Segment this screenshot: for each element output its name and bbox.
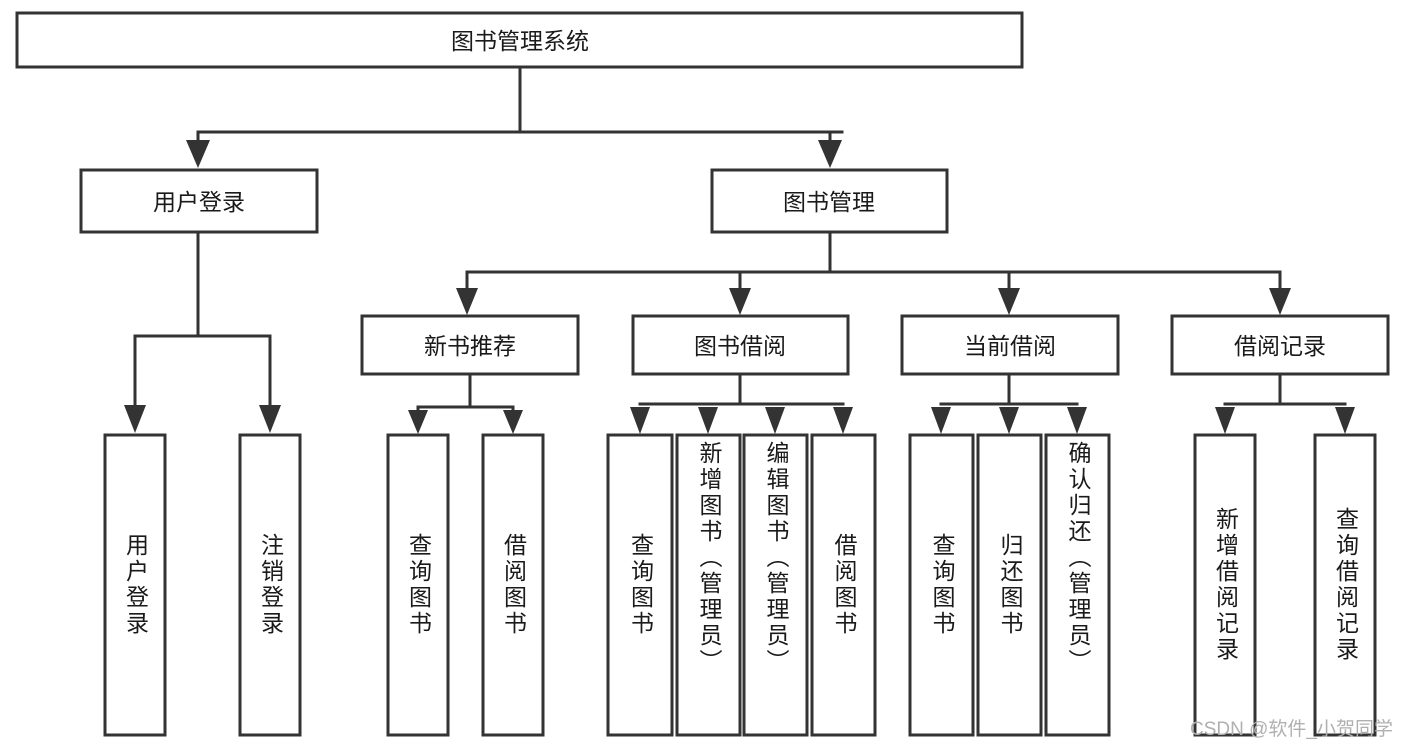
leaf-box-user-login[interactable] <box>103 433 167 737</box>
node-book-borrow-label: 图书借阅 <box>694 333 786 359</box>
connector-group-book-borrow <box>630 372 853 434</box>
arrowhead-leaf-query-book-3 <box>931 407 951 434</box>
leaf-box-query-book-2[interactable] <box>606 433 674 737</box>
leaf-boxes-borrow-record <box>1193 433 1377 737</box>
node-current-borrow-box[interactable] <box>900 314 1120 376</box>
node-book-borrow[interactable]: 图书借阅 <box>631 314 850 376</box>
leaf-boxes-new-book-recommend <box>386 433 545 737</box>
arrowhead-new-book-recommend <box>456 288 478 315</box>
arrowhead-user-login <box>186 140 210 168</box>
leaf-box-borrow-book-2[interactable] <box>810 433 877 737</box>
node-book-manage[interactable]: 图书管理 <box>710 168 949 234</box>
arrowhead-leaf-query-record <box>1335 407 1355 434</box>
leaf-box-confirm-return[interactable] <box>1044 433 1111 737</box>
connector-group-new-book-recommend <box>408 372 523 434</box>
arrowhead-leaf-add-record <box>1215 407 1235 434</box>
connector-group-borrow-record <box>1215 372 1355 434</box>
arrowhead-leaf-borrow-book-1 <box>503 410 523 434</box>
node-current-borrow[interactable]: 当前借阅 <box>900 314 1120 376</box>
leaf-boxes-book-borrow <box>606 433 877 737</box>
arrowhead-borrow-record <box>1269 288 1291 315</box>
arrowhead-leaf-user-logout <box>259 405 281 433</box>
arrowhead-leaf-query-book-1 <box>408 410 428 434</box>
leaf-box-query-book-3[interactable] <box>908 433 975 737</box>
node-user-login-label: 用户登录 <box>153 189 245 215</box>
leaf-box-add-record[interactable] <box>1193 433 1257 737</box>
node-new-book-recommend-label: 新书推荐 <box>424 333 516 359</box>
connector-group-current-borrow <box>931 372 1087 434</box>
arrowhead-leaf-edit-book <box>765 407 785 434</box>
connector-group-user-login <box>124 230 281 433</box>
leaf-boxes-current-borrow <box>908 433 1111 737</box>
leaf-box-query-book-1[interactable] <box>386 433 450 737</box>
arrowhead-leaf-confirm-return <box>1067 407 1087 434</box>
node-book-manage-label: 图书管理 <box>783 189 875 215</box>
node-new-book-recommend-box[interactable] <box>360 314 580 376</box>
leaf-box-return-book[interactable] <box>976 433 1043 737</box>
csdn-watermark: CSDN @软件_小贺同学 <box>1190 719 1393 740</box>
node-user-login-box[interactable] <box>79 168 319 234</box>
arrowhead-leaf-query-book-2 <box>630 407 650 434</box>
node-borrow-record-label: 借阅记录 <box>1234 333 1326 359</box>
node-root-box[interactable] <box>15 11 1024 69</box>
arrowhead-book-manage <box>818 140 842 168</box>
node-borrow-record-box[interactable] <box>1170 314 1390 376</box>
arrowhead-leaf-user-login <box>124 405 146 433</box>
arrowhead-current-borrow <box>998 288 1020 315</box>
node-current-borrow-label: 当前借阅 <box>964 333 1056 359</box>
leaf-box-query-record[interactable] <box>1313 433 1377 737</box>
arrowhead-leaf-borrow-book-2 <box>833 407 853 434</box>
node-root-label: 图书管理系统 <box>451 28 589 54</box>
leaf-boxes-user-login <box>103 433 302 737</box>
leaf-box-borrow-book-1[interactable] <box>481 433 545 737</box>
connector-group-book-manage <box>456 230 1291 315</box>
arrowhead-book-borrow <box>729 288 751 315</box>
node-book-manage-box[interactable] <box>710 168 949 234</box>
node-root[interactable]: 图书管理系统 <box>15 11 1024 69</box>
arrowhead-leaf-return-book <box>999 407 1019 434</box>
node-book-borrow-box[interactable] <box>631 314 850 376</box>
leaf-box-add-book[interactable] <box>675 433 742 737</box>
leaf-box-edit-book[interactable] <box>742 433 809 737</box>
leaf-box-user-logout[interactable] <box>238 433 302 737</box>
node-user-login[interactable]: 用户登录 <box>79 168 319 234</box>
node-new-book-recommend[interactable]: 新书推荐 <box>360 314 580 376</box>
arrowhead-leaf-add-book <box>698 407 718 434</box>
connector-group-root <box>186 65 844 168</box>
node-borrow-record[interactable]: 借阅记录 <box>1170 314 1390 376</box>
